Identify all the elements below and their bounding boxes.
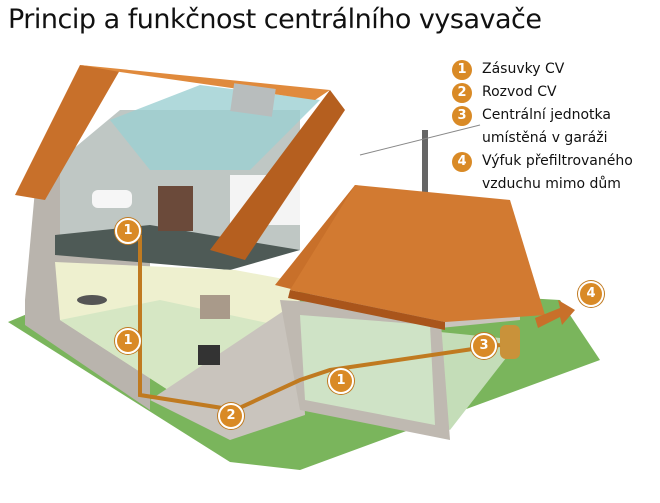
legend-item: 4 Výfuk přefiltrovaného vzduchu mimo dům (452, 150, 633, 196)
marker-exhaust: 4 (578, 281, 604, 307)
legend-item: 2 Rozvod CV (452, 81, 633, 104)
main-roof-left (15, 65, 120, 200)
marker-central-unit: 3 (471, 333, 497, 359)
legend-number: 2 (452, 83, 472, 103)
main-roof-front (210, 90, 345, 260)
legend-number: 1 (452, 60, 472, 80)
marker-pipe: 2 (218, 403, 244, 429)
legend-text: umístěná v garáži (482, 130, 608, 146)
legend-number: 4 (452, 152, 472, 172)
garage-roof-edge (288, 290, 445, 330)
legend-text: Centrální jednotka (482, 107, 611, 123)
marker-socket-garage: 1 (328, 368, 354, 394)
legend-text: Výfuk přefiltrovaného (482, 153, 633, 169)
legend-item: 3 Centrální jednotka umístěná v garáži (452, 104, 633, 150)
tv (198, 345, 220, 365)
page-title: Princip a funkčnost centrálního vysavače (8, 4, 542, 35)
legend-text: Zásuvky CV (482, 61, 565, 77)
pipe-network (138, 235, 501, 413)
legend-text: Rozvod CV (482, 84, 557, 100)
marker-socket-lower: 1 (115, 328, 141, 354)
chimney-pole (422, 130, 428, 200)
garage-roof-side (290, 185, 545, 322)
table (77, 295, 107, 305)
garage-opening (300, 315, 435, 425)
marker-socket-upper: 1 (115, 218, 141, 244)
central-unit (500, 325, 520, 359)
skylight (230, 83, 276, 117)
legend: 1 Zásuvky CV 2 Rozvod CV 3 Centrální jednot… (452, 58, 633, 196)
legend-number: 3 (452, 106, 472, 126)
sofa (200, 295, 230, 319)
legend-text: vzduchu mimo dům (482, 176, 621, 192)
legend-item: 1 Zásuvky CV (452, 58, 633, 81)
house-front-wall (150, 300, 305, 440)
bathtub (92, 190, 132, 208)
exhaust-arrow (535, 300, 575, 328)
wardrobe (158, 186, 193, 231)
